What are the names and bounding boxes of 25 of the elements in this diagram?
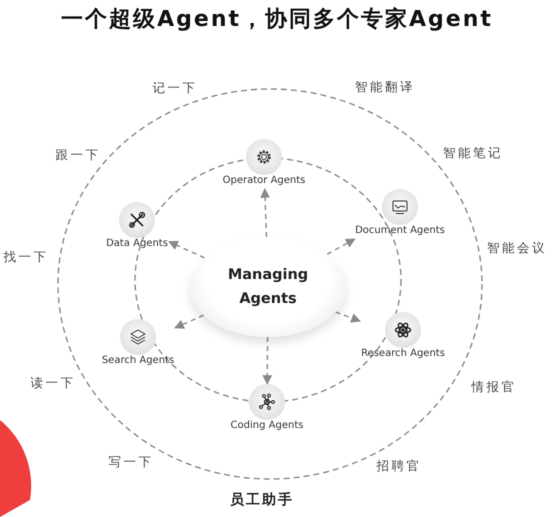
arrow [174,314,204,329]
feature-label: 智能笔记 [443,144,503,162]
feature-label: 招聘官 [376,458,422,474]
node-label: Data Agents [105,238,169,249]
feature-label: 写一下 [108,454,154,470]
arrow [262,337,272,385]
feature-label: 读一下 [30,374,76,392]
arrow [335,311,361,323]
arrow [168,240,205,259]
feature-label: 情报官 [472,378,516,396]
hub-label: Managing Agents [226,266,310,309]
node-label: Research Agents [360,348,446,359]
feature-label: 找一下 [4,248,48,266]
feature-label: 跟一下 [56,146,100,164]
arrow [260,188,270,238]
node-label: Coding Agents [230,420,304,431]
title: 一个超级Agent，协同多个专家Agent [60,6,494,34]
caption-text: 员工助手 [230,491,294,509]
node-label: Operator Agents [222,175,306,186]
node-label: Document Agents [354,225,446,236]
feature-label: 记一下 [152,80,198,96]
node-label: Search Agents [101,355,175,366]
feature-label: 智能会议 [487,240,547,256]
feature-label: 智能翻译 [355,78,415,96]
arrow [326,238,356,255]
